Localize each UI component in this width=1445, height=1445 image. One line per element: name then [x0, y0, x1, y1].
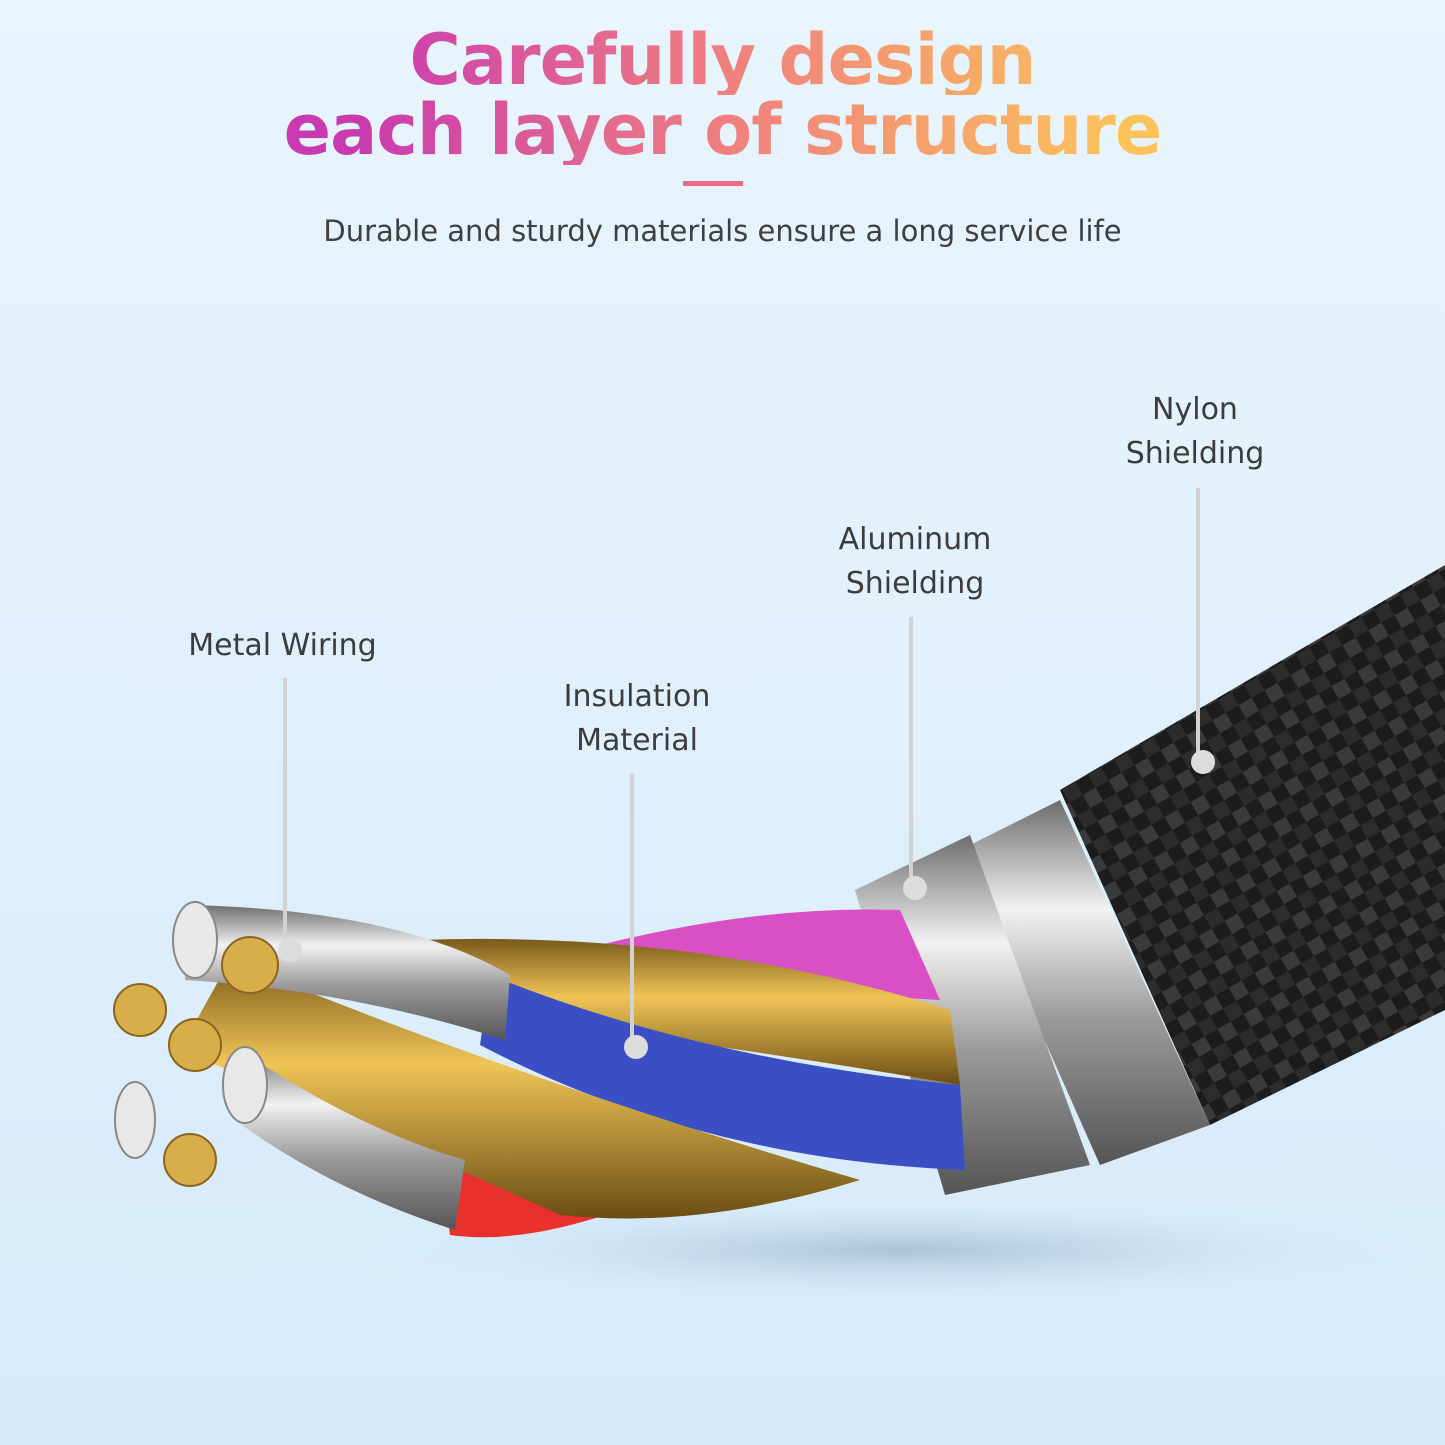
leader-line-insulation: [630, 773, 634, 1041]
title-line-1: Carefully design: [0, 25, 1445, 95]
blue-wire: [480, 975, 965, 1170]
label-aluminum-shielding: Aluminum Shielding: [838, 522, 992, 601]
outer-ring: [960, 800, 1210, 1165]
aluminum-ring: [855, 835, 1090, 1195]
nylon-braid: [1060, 565, 1445, 1125]
silver-wire-top: [185, 905, 510, 1040]
strand-ends: [113, 936, 279, 1187]
shadow: [340, 1195, 1445, 1305]
leader-line-aluminum: [909, 617, 913, 882]
leader-line-nylon: [1196, 488, 1200, 758]
silver-wire-bottom: [235, 1050, 465, 1230]
label-nylon-shielding: Nylon Shielding: [1125, 392, 1265, 471]
label-metal-wiring: Metal Wiring: [188, 628, 377, 663]
leader-line-metal: [283, 678, 287, 946]
gold-strand-lower: [180, 960, 860, 1219]
marker-dot-metal: [278, 938, 302, 962]
marker-dot-insulation: [624, 1035, 648, 1059]
title-underline: [683, 181, 743, 186]
gold-strand-upper: [420, 938, 960, 1085]
wire-ends: [114, 901, 268, 1159]
label-insulation-material: Insulation Material: [563, 679, 711, 758]
marker-dot-aluminum: [903, 876, 927, 900]
title-line-2: each layer of structure: [0, 95, 1445, 165]
subtitle: Durable and sturdy materials ensure a lo…: [323, 214, 1122, 248]
marker-dot-nylon: [1191, 750, 1215, 774]
